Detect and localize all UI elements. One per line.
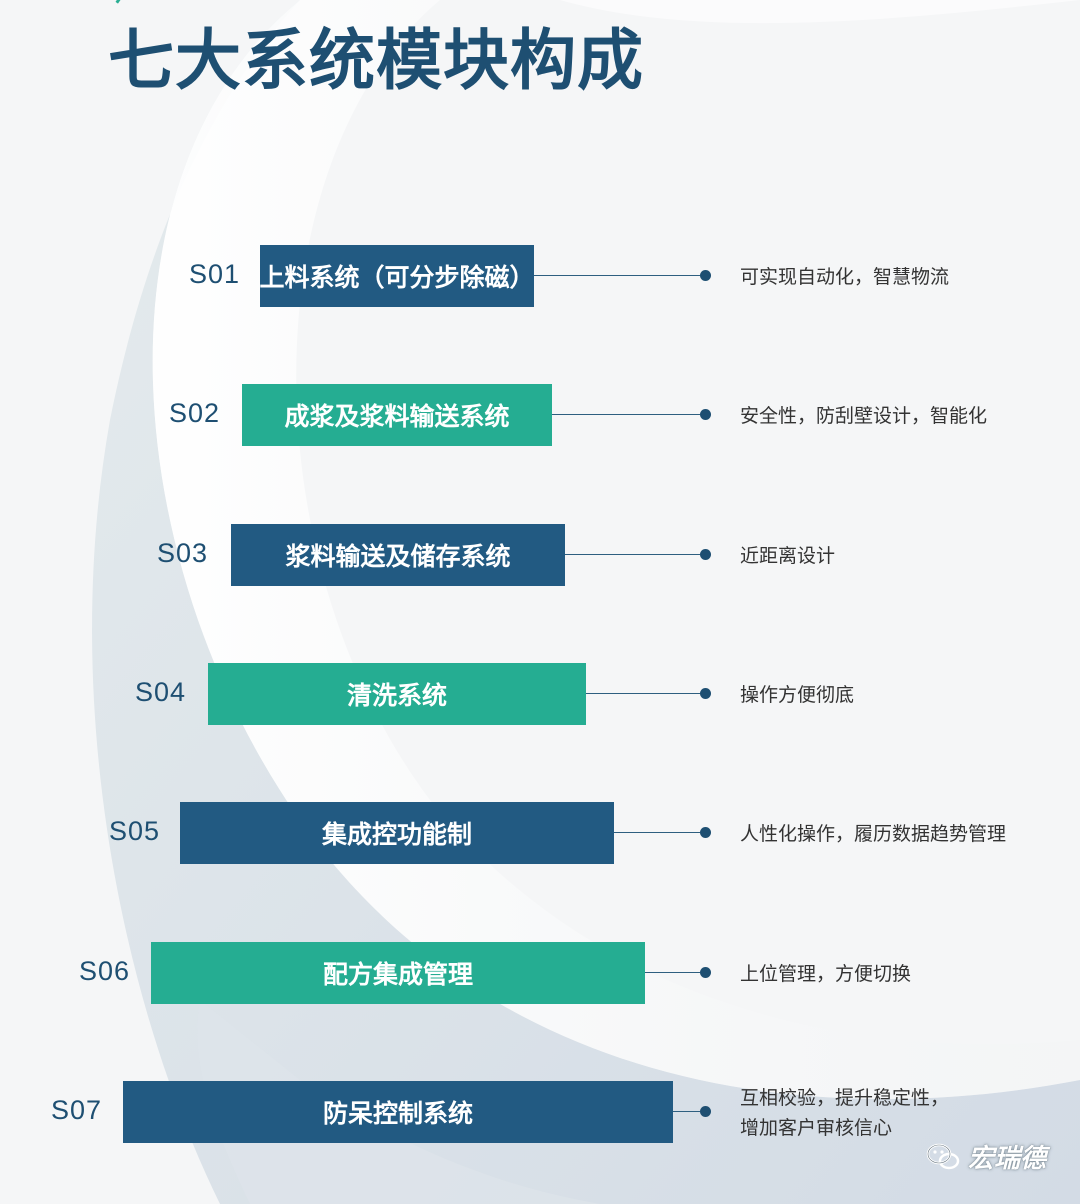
connector-line bbox=[673, 1111, 700, 1112]
module-row: S02 成浆及浆料输送系统 安全性，防刮壁设计，智能化 bbox=[0, 384, 1080, 446]
module-code: S03 bbox=[156, 538, 208, 568]
module-description: 上位管理，方便切换 bbox=[740, 963, 912, 985]
module-code: S01 bbox=[188, 259, 240, 289]
connector-dot bbox=[700, 688, 711, 699]
connector-dot bbox=[700, 409, 711, 420]
connector-dot bbox=[700, 1106, 711, 1117]
module-code: S07 bbox=[50, 1095, 102, 1125]
connector-line bbox=[552, 414, 700, 415]
module-row: S07 防呆控制系统 互相校验，提升稳定性， 增加客户审核信心 bbox=[0, 1081, 1080, 1143]
watermark-text: 宏瑞德 bbox=[967, 1144, 1046, 1174]
module-box: 清洗系统 bbox=[208, 663, 586, 725]
wechat-icon bbox=[926, 1143, 960, 1169]
watermark: 宏瑞德 bbox=[926, 1138, 1046, 1175]
module-code: S04 bbox=[134, 677, 186, 707]
module-box: 上料系统（可分步除磁） bbox=[260, 245, 535, 307]
module-code: S05 bbox=[108, 816, 160, 846]
module-row: S06 配方集成管理 上位管理，方便切换 bbox=[0, 942, 1080, 1004]
connector-line bbox=[614, 832, 700, 833]
module-box: 集成控功能制 bbox=[180, 802, 614, 864]
connector-dot bbox=[700, 827, 711, 838]
module-code: S02 bbox=[168, 398, 220, 428]
connector-line bbox=[565, 554, 700, 555]
module-box: 配方集成管理 bbox=[151, 942, 645, 1004]
connector-dot bbox=[700, 967, 711, 978]
module-description: 操作方便彻底 bbox=[740, 684, 855, 706]
page-title: 七大系统模块构成 bbox=[108, 22, 644, 99]
module-description: 可实现自动化，智慧物流 bbox=[740, 266, 950, 288]
module-box: 浆料输送及储存系统 bbox=[231, 524, 565, 586]
module-box: 成浆及浆料输送系统 bbox=[242, 384, 552, 446]
connector-dot bbox=[700, 270, 711, 281]
module-code: S06 bbox=[78, 956, 130, 986]
connector-line bbox=[534, 275, 700, 276]
module-row: S04 清洗系统 操作方便彻底 bbox=[0, 663, 1080, 725]
connector-line bbox=[586, 693, 700, 694]
module-row: S05 集成控功能制 人性化操作，履历数据趋势管理 bbox=[0, 802, 1080, 864]
module-row: S01 上料系统（可分步除磁） 可实现自动化，智慧物流 bbox=[0, 245, 1080, 307]
module-box: 防呆控制系统 bbox=[123, 1081, 673, 1143]
module-description: 近距离设计 bbox=[740, 545, 836, 567]
connector-line bbox=[645, 972, 700, 973]
module-description: 互相校验，提升稳定性， 增加客户审核信心 bbox=[740, 1087, 950, 1139]
module-description: 安全性，防刮壁设计，智能化 bbox=[740, 405, 988, 427]
module-description: 人性化操作，履历数据趋势管理 bbox=[740, 823, 1007, 845]
connector-dot bbox=[700, 549, 711, 560]
module-row: S03 浆料输送及储存系统 近距离设计 bbox=[0, 524, 1080, 586]
